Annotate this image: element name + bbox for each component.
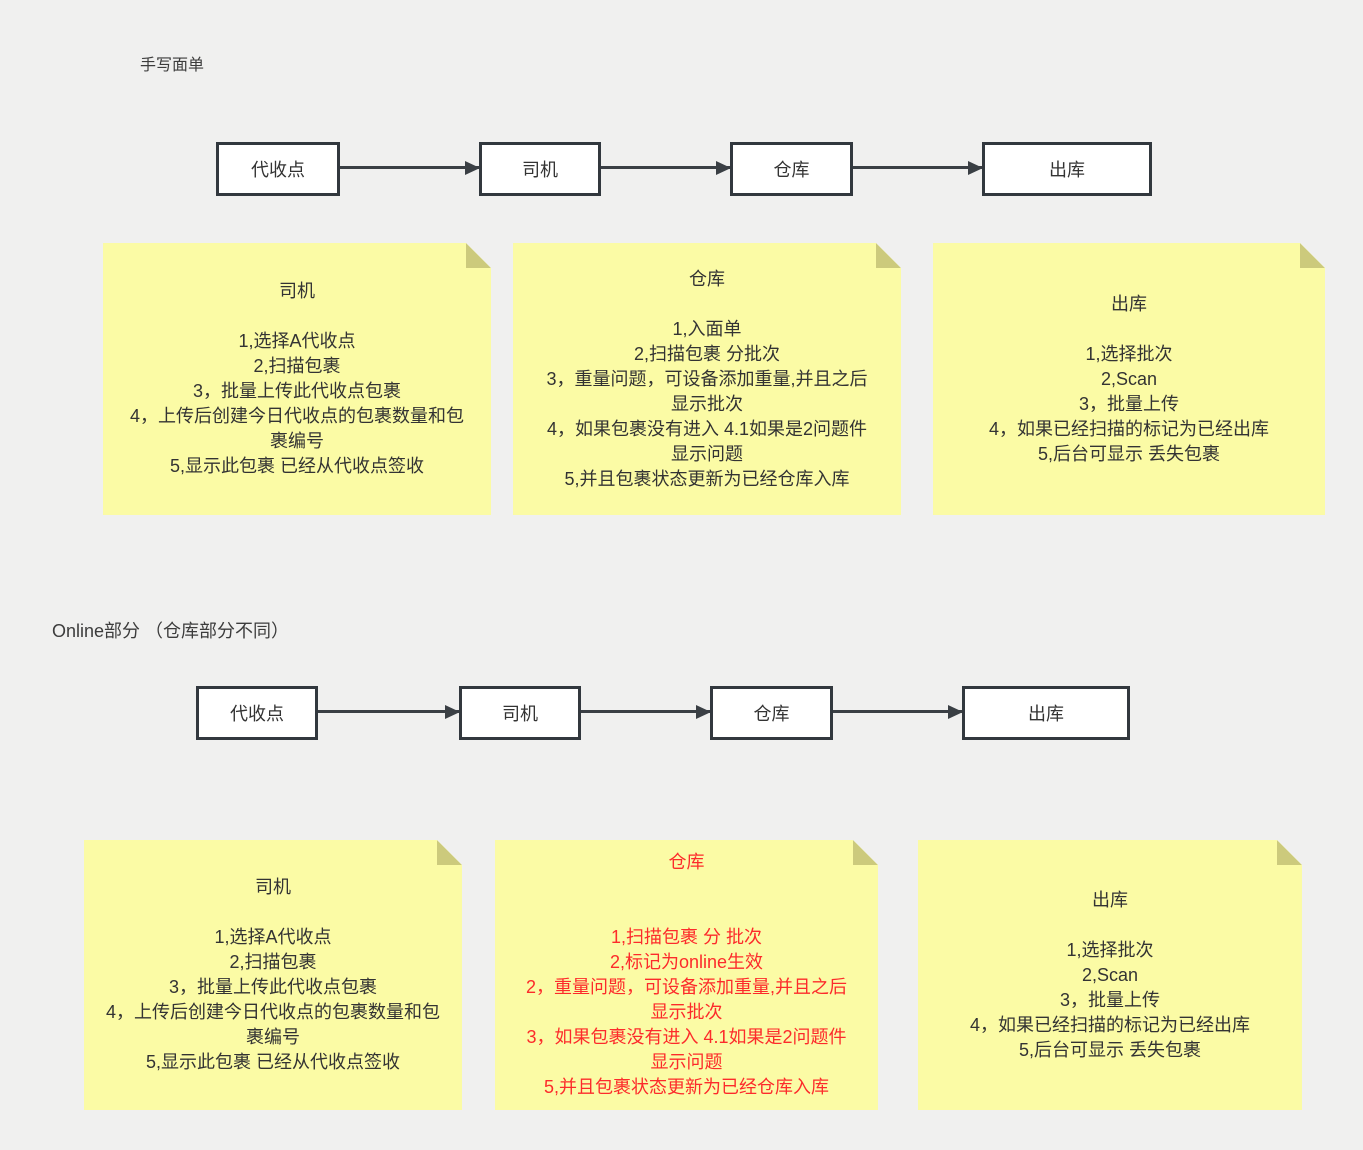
note-line: 1,选择批次 bbox=[1066, 939, 1154, 960]
note-title: 司机 bbox=[255, 877, 291, 897]
section2-title: Online部分 （仓库部分不同） bbox=[52, 621, 290, 641]
note-line bbox=[939, 317, 1319, 342]
note-line bbox=[109, 304, 485, 329]
flow-node-label: 司机 bbox=[502, 704, 538, 724]
note-line: 2，重量问题，可设备添加重量,并且之后 bbox=[525, 977, 847, 997]
note-body: 1,入面单 2,扫描包裹 分批次 3，重量问题，可设备添加重量,并且之后显示批次 4，… bbox=[519, 292, 895, 492]
note-line: 1,选择A代收点 bbox=[214, 927, 332, 947]
note-line: 裹编号 bbox=[270, 431, 324, 451]
note-line: 5,后台可显示 丢失包裹 bbox=[1018, 1039, 1201, 1060]
note-body: 1,选择A代收点 2,扫描包裹 3，批量上传此代收点包裹 4，上传后创建今日代收点的包… bbox=[90, 900, 456, 1075]
flow1-node-driver[interactable]: 司机 bbox=[479, 142, 601, 196]
flow2-node-pickup-point[interactable]: 代收点 bbox=[196, 686, 318, 740]
note-line: 5,并且包裹状态更新为已经仓库入库 bbox=[564, 468, 850, 489]
note-line: 4，如果已经扫描的标记为已经出库 bbox=[969, 1014, 1250, 1035]
note-line: 2,Scan bbox=[1100, 368, 1158, 389]
note-line: 2,扫描包裹 bbox=[229, 952, 317, 972]
sticky-note-outbound-1[interactable]: 出库 1,选择批次 2,Scan 3，批量上传 4，如果已经扫描的标记为已经出库 5,后… bbox=[933, 243, 1325, 515]
note-line: 显示批次 bbox=[650, 1002, 723, 1022]
note-line: 1,扫描包裹 分 批次 bbox=[610, 927, 762, 947]
flow1-node-pickup-point[interactable]: 代收点 bbox=[216, 142, 340, 196]
note-line: 4，如果已经扫描的标记为已经出库 bbox=[988, 418, 1269, 439]
flow-node-label: 出库 bbox=[1028, 704, 1064, 724]
note-line: 5,显示此包裹 已经从代收点签收 bbox=[169, 456, 424, 476]
note-line bbox=[501, 900, 872, 925]
note-title: 司机 bbox=[279, 281, 315, 301]
note-title: 出库 bbox=[1111, 293, 1147, 314]
note-line: 4，如果包裹没有进入 4.1如果是2问题件 bbox=[546, 418, 868, 439]
note-line: 2,标记为online生效 bbox=[609, 952, 764, 972]
note-body: 1,选择批次 2,Scan 3，批量上传 4，如果已经扫描的标记为已经出库 5,后台可显… bbox=[939, 317, 1319, 467]
flow-node-label: 司机 bbox=[522, 160, 558, 180]
note-line: 3，批量上传此代收点包裹 bbox=[168, 977, 377, 997]
note-line: 2,扫描包裹 分批次 bbox=[633, 343, 780, 364]
flow2-node-driver[interactable]: 司机 bbox=[459, 686, 581, 740]
folded-corner-icon bbox=[876, 243, 901, 268]
flow-node-label: 仓库 bbox=[773, 160, 810, 180]
flow-node-label: 仓库 bbox=[753, 704, 790, 724]
flow-node-label: 代收点 bbox=[251, 160, 305, 180]
note-line: 1,入面单 bbox=[672, 318, 742, 339]
note-line: 2,Scan bbox=[1081, 964, 1139, 985]
note-body: 1,选择A代收点 2,扫描包裹 3，批量上传此代收点包裹 4，上传后创建今日代收点的包… bbox=[109, 304, 485, 479]
flow1-arrow-3 bbox=[853, 166, 982, 169]
flow1-arrow-1 bbox=[340, 166, 479, 169]
note-line: 4，上传后创建今日代收点的包裹数量和包 bbox=[105, 1002, 440, 1022]
flow2-arrow-3 bbox=[833, 710, 962, 713]
note-line: 5,显示此包裹 已经从代收点签收 bbox=[145, 1052, 400, 1072]
sticky-note-outbound-2[interactable]: 出库 1,选择批次 2,Scan 3，批量上传 4，如果已经扫描的标记为已经出库 5,后… bbox=[918, 840, 1302, 1110]
note-line: 显示问题 bbox=[671, 443, 743, 464]
note-line: 3，批量上传 bbox=[1078, 393, 1179, 414]
sticky-note-warehouse-2-online[interactable]: 仓库 1,扫描包裹 分 批次 2,标记为online生效 2，重量问题，可设备添加重… bbox=[495, 840, 878, 1110]
flow2-node-warehouse[interactable]: 仓库 bbox=[710, 686, 833, 740]
note-line: 1,选择A代收点 bbox=[238, 331, 356, 351]
flow2-arrow-2 bbox=[581, 710, 710, 713]
flow-node-label: 代收点 bbox=[230, 704, 284, 724]
flow1-arrow-2 bbox=[601, 166, 730, 169]
note-line: 4，上传后创建今日代收点的包裹数量和包 bbox=[129, 406, 464, 426]
note-line: 3，批量上传此代收点包裹 bbox=[192, 381, 401, 401]
folded-corner-icon bbox=[853, 840, 878, 865]
flow-node-label: 出库 bbox=[1049, 160, 1085, 180]
sticky-note-warehouse-1[interactable]: 仓库 1,入面单 2,扫描包裹 分批次 3，重量问题，可设备添加重量,并且之后显示批… bbox=[513, 243, 901, 515]
note-line: 显示问题 bbox=[650, 1052, 723, 1072]
note-title: 仓库 bbox=[668, 852, 705, 872]
note-body: 1,选择批次 2,Scan 3，批量上传 4，如果已经扫描的标记为已经出库 5,后台可显… bbox=[924, 913, 1296, 1063]
flow2-arrow-1 bbox=[318, 710, 459, 713]
folded-corner-icon bbox=[1277, 840, 1302, 865]
note-line: 显示批次 bbox=[671, 393, 743, 414]
note-line bbox=[501, 875, 872, 900]
flow1-node-outbound[interactable]: 出库 bbox=[982, 142, 1152, 196]
note-line: 1,选择批次 bbox=[1085, 343, 1173, 364]
flow1-node-warehouse[interactable]: 仓库 bbox=[730, 142, 853, 196]
note-line: 5,并且包裹状态更新为已经仓库入库 bbox=[543, 1077, 829, 1097]
note-line: 3，重量问题，可设备添加重量,并且之后 bbox=[546, 368, 868, 389]
note-line: 3，如果包裹没有进入 4.1如果是2问题件 bbox=[526, 1027, 847, 1047]
sticky-note-driver-1[interactable]: 司机 1,选择A代收点 2,扫描包裹 3，批量上传此代收点包裹 4，上传后创建今日代收… bbox=[103, 243, 491, 515]
note-line bbox=[924, 913, 1296, 938]
folded-corner-icon bbox=[1300, 243, 1325, 268]
note-line: 裹编号 bbox=[246, 1027, 300, 1047]
note-line: 3，批量上传 bbox=[1059, 989, 1160, 1010]
flow2-node-outbound[interactable]: 出库 bbox=[962, 686, 1130, 740]
folded-corner-icon bbox=[437, 840, 462, 865]
note-line bbox=[519, 292, 895, 317]
note-line: 2,扫描包裹 bbox=[253, 356, 341, 376]
note-title: 出库 bbox=[1092, 889, 1128, 910]
note-line: 5,后台可显示 丢失包裹 bbox=[1037, 443, 1220, 464]
sticky-note-driver-2[interactable]: 司机 1,选择A代收点 2,扫描包裹 3，批量上传此代收点包裹 4，上传后创建今日代收… bbox=[84, 840, 462, 1110]
folded-corner-icon bbox=[466, 243, 491, 268]
note-body: 1,扫描包裹 分 批次 2,标记为online生效 2，重量问题，可设备添加重量,并… bbox=[501, 875, 872, 1100]
note-title: 仓库 bbox=[689, 268, 725, 289]
section1-title: 手写面单 bbox=[140, 57, 205, 74]
note-line bbox=[90, 900, 456, 925]
